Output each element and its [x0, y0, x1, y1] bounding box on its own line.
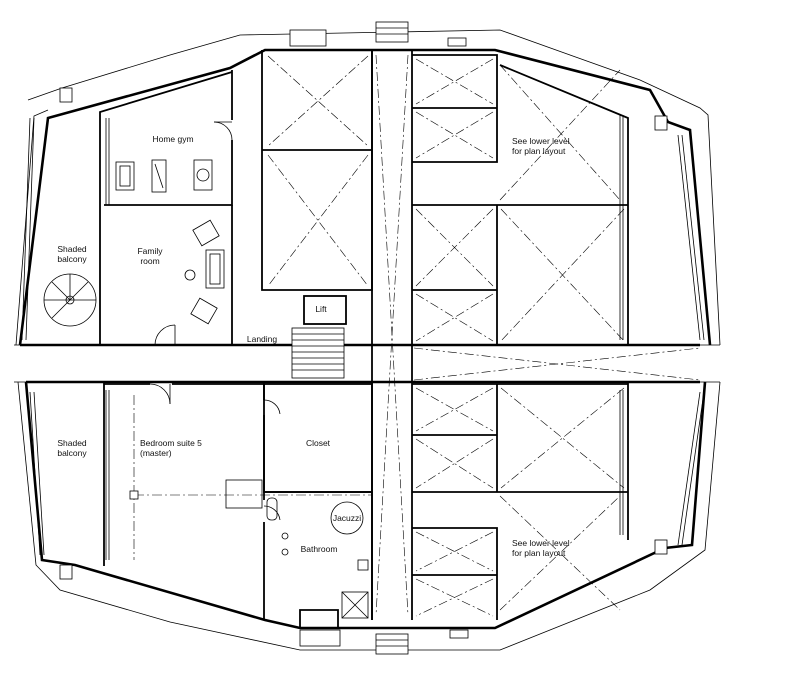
home-gym-room [104, 70, 233, 206]
family-room [104, 205, 233, 346]
see-lower-level-top-label: See lower level for plan layout [512, 136, 570, 156]
landing-label: Landing [246, 334, 278, 344]
outer-shell [14, 21, 721, 655]
right-voids-top [412, 54, 701, 381]
shaded-balcony-top-label: Shaded balcony [57, 244, 87, 264]
lift-label: Lift [315, 304, 327, 314]
jacuzzi-label: Jacuzzi [332, 513, 362, 523]
bathroom-room [264, 491, 373, 628]
see-lower-level-bottom-label: See lower level for plan layout [512, 538, 570, 558]
closet-label: Closet [305, 438, 331, 448]
central-voids [261, 50, 413, 620]
home-gym-label: Home gym [152, 134, 194, 144]
bedroom-suite-label: Bedroom suite 5 (master) [140, 438, 202, 458]
right-voids-bottom [412, 383, 628, 620]
bathroom-label: Bathroom [300, 544, 338, 554]
family-room-label: Family room [137, 246, 163, 266]
shaded-balcony-bottom-label: Shaded balcony [57, 438, 87, 458]
spiral-stair [43, 273, 97, 327]
